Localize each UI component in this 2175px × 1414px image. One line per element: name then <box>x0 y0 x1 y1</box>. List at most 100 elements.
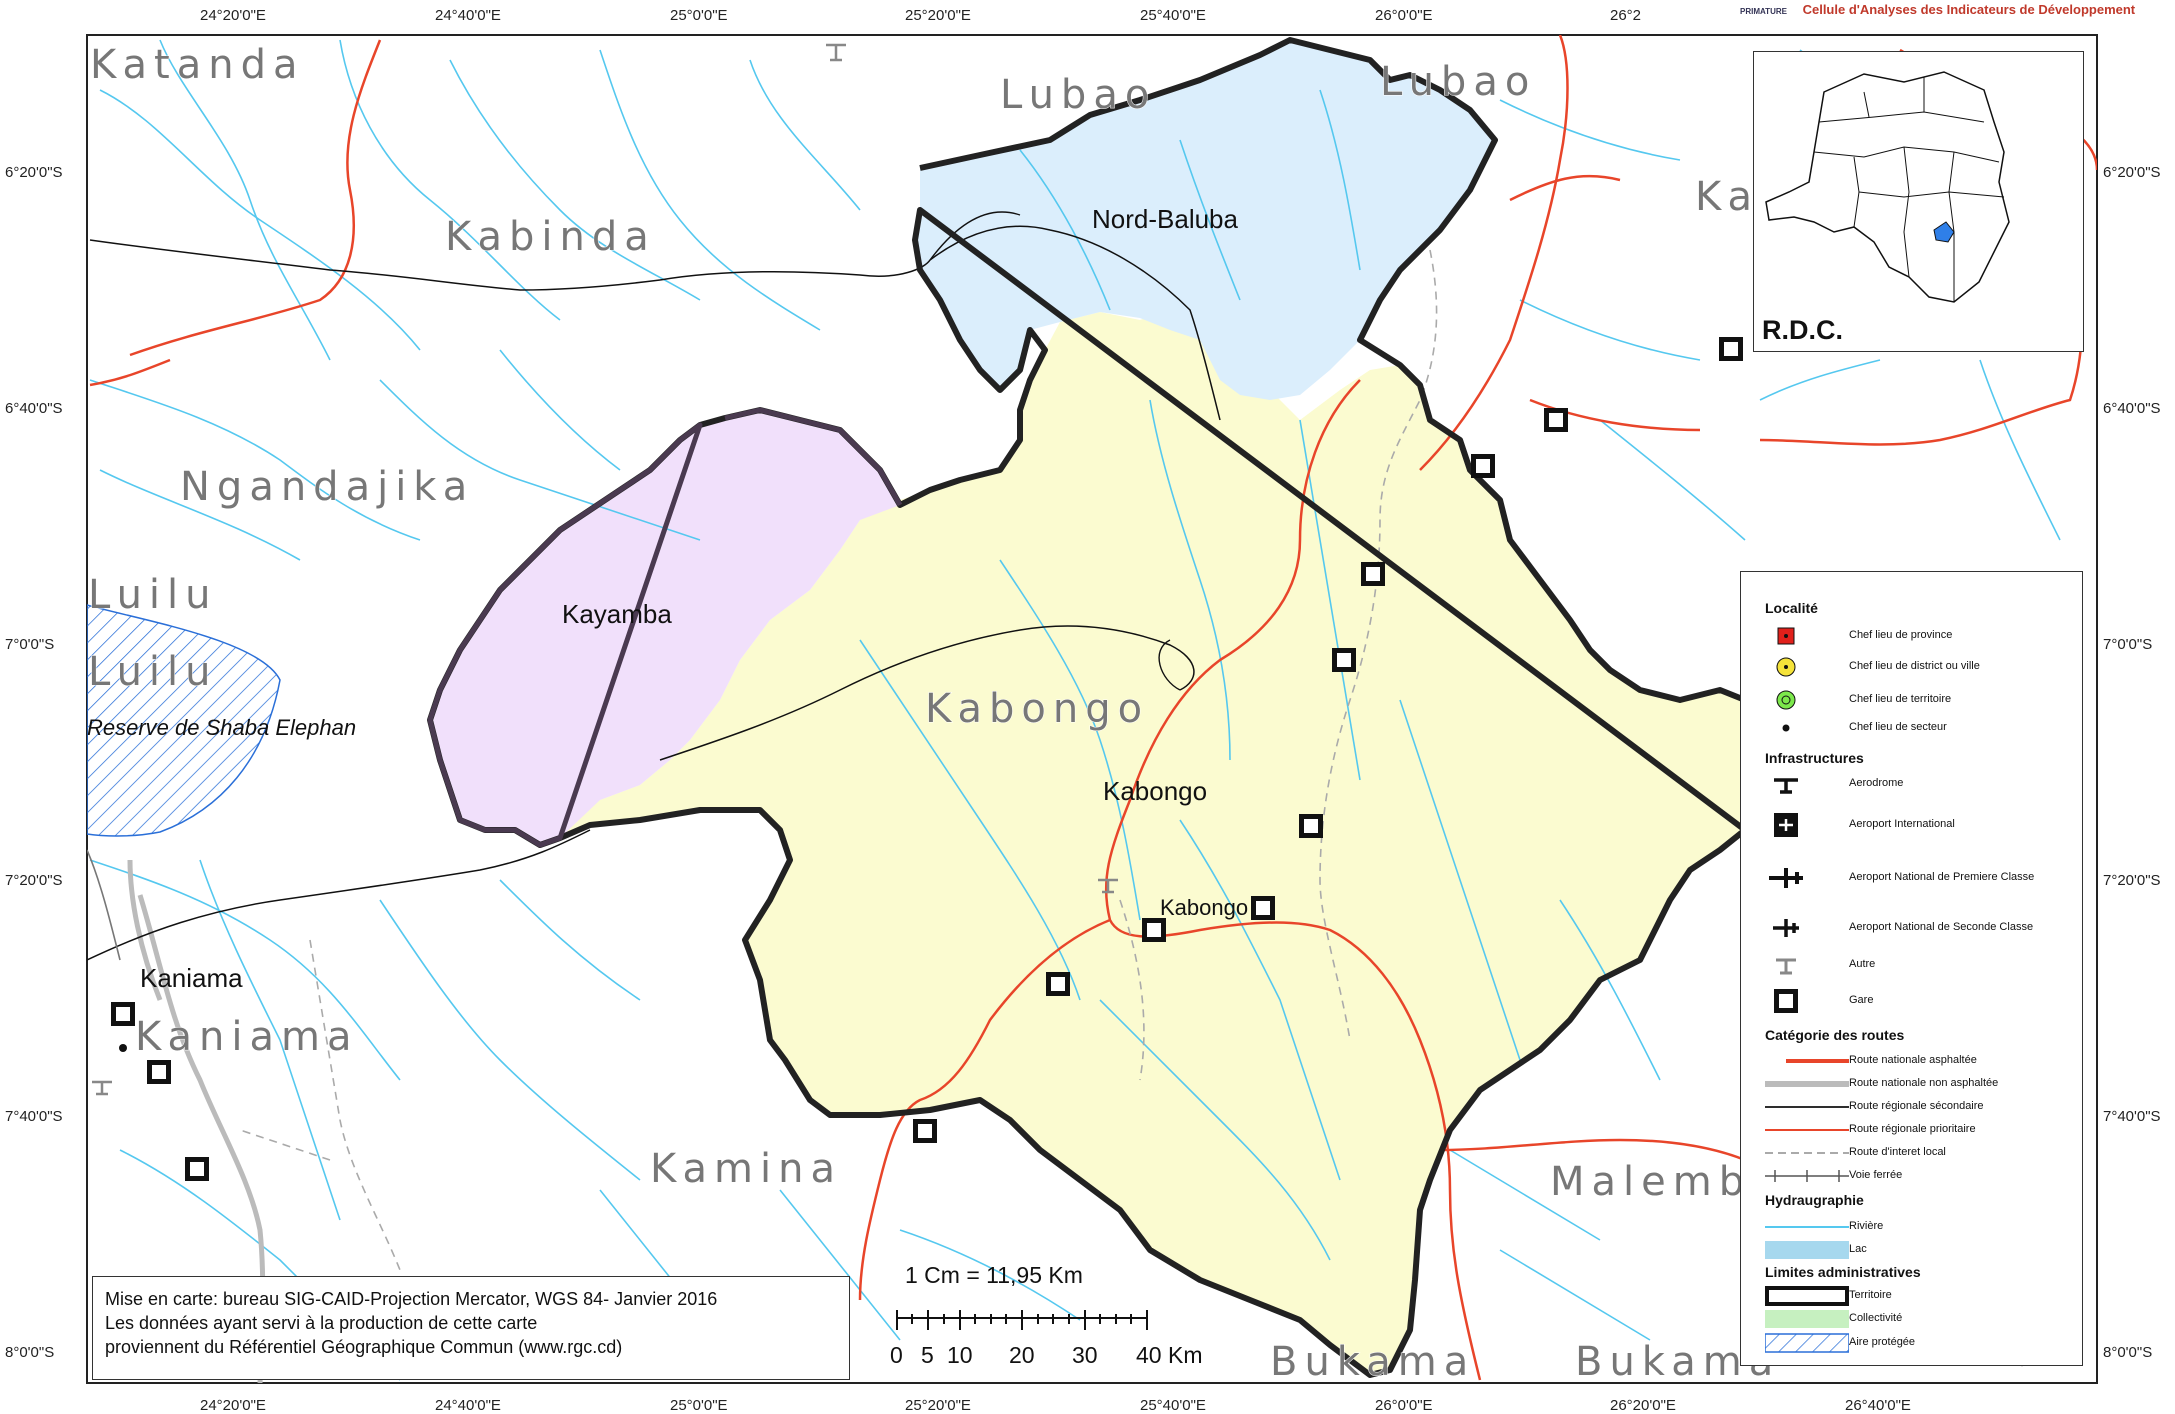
lat-right-1: 6°20'0"S <box>2103 164 2161 181</box>
legend-label-aeroport-premiere: Aeroport National de Premiere Classe <box>1849 871 2035 883</box>
legend-label-voie-ferree: Voie ferrée <box>1849 1169 1903 1181</box>
region-label-kaniama: Kaniama <box>135 1014 359 1060</box>
kayamba-boundary <box>427 407 903 848</box>
inset-map: R.D.C. <box>1753 51 2084 352</box>
legend-item-route-nationale-asphaltee: Route nationale asphaltée <box>1765 1049 2075 1073</box>
legend-label-chef-province: Chef lieu de province <box>1849 629 1953 641</box>
lat-left-1: 6°20'0"S <box>5 164 63 181</box>
legend-item-chef-territoire: Chef lieu de territoire <box>1765 688 2075 712</box>
region-label-kabinda: Kabinda <box>445 214 656 260</box>
label-nord-baluba: Nord-Baluba <box>1092 204 1239 234</box>
region-label-kamina: Kamina <box>650 1146 842 1192</box>
river-symbol <box>1765 1226 1849 1228</box>
lon-top-4: 25°20'0"E <box>905 7 971 24</box>
paved-national-road-symbol <box>1786 1059 1849 1063</box>
lon-bottom-3: 25°0'0"E <box>670 1397 728 1414</box>
lake-symbol <box>1765 1241 1849 1259</box>
scale-bar <box>896 1310 1148 1330</box>
legend-item-route-interet-local: Route d'interet local <box>1765 1141 2075 1165</box>
label-kabongo-sector: Kabongo <box>1103 776 1207 806</box>
legend-item-riviere: Rivière <box>1765 1215 2075 1239</box>
lon-bottom-1: 24°20'0"E <box>200 1397 266 1414</box>
legend-item-collectivite: Collectivité <box>1765 1307 2075 1331</box>
legend-label-lac: Lac <box>1849 1243 1867 1255</box>
legend-item-route-regionale-secondaire: Route régionale sécondaire <box>1765 1095 2075 1119</box>
territory-capital-icon <box>1776 690 1796 710</box>
lon-top-1: 24°20'0"E <box>200 7 266 24</box>
label-reserve: Reserve de Shaba Elephan <box>87 715 356 740</box>
collectivite-boundaries <box>929 211 1181 691</box>
lon-top-7: 26°2 <box>1610 7 1641 24</box>
legend-heading-localite: Localité <box>1765 600 1818 616</box>
rivers <box>89 39 2061 1381</box>
district-capital-icon <box>1776 657 1796 677</box>
nord-baluba-collectivite <box>915 40 1495 400</box>
first-class-airport-icon <box>1769 868 1803 888</box>
legend-item-aire-protegee: Aire protégée <box>1765 1331 2075 1355</box>
legend-label-route-interet-local: Route d'interet local <box>1849 1146 1946 1158</box>
scale-tick-5: 5 <box>921 1342 934 1368</box>
railway-station-icon <box>1774 989 1798 1013</box>
region-label-ngandajika: Ngandajika <box>180 464 474 510</box>
legend-label-riviere: Rivière <box>1849 1220 1884 1232</box>
lon-top-6: 26°0'0"E <box>1375 7 1433 24</box>
territory-boundary-symbol <box>1765 1286 1849 1306</box>
legend-item-route-regionale-prioritaire: Route régionale prioritaire <box>1765 1118 2075 1142</box>
credit-line-3: proviennent du Référentiel Géographique … <box>105 1337 623 1357</box>
railway-symbol <box>1765 1170 1849 1182</box>
scale-tick-30: 30 <box>1072 1342 1098 1368</box>
lon-top-3: 25°0'0"E <box>670 7 728 24</box>
legend-label-chef-district: Chef lieu de district ou ville <box>1849 660 1980 672</box>
legend-label-aeroport-seconde: Aeroport National de Seconde Classe <box>1849 921 2034 933</box>
territory-boundary <box>427 37 1748 1378</box>
local-road-symbol <box>1765 1152 1849 1154</box>
legend-item-territoire: Territoire <box>1765 1284 2075 1308</box>
legend-label-chef-secteur: Chef lieu de secteur <box>1849 721 1947 733</box>
station-icons <box>111 337 1743 1181</box>
organization-small-label: PRIMATURE <box>1740 7 1787 16</box>
legend-item-aeroport-international: Aeroport International <box>1765 813 2075 837</box>
secondary-regional-road-symbol <box>1765 1106 1849 1108</box>
legend-heading-hydrographie: Hydraugraphie <box>1765 1192 1864 1208</box>
legend-label-route-regionale-secondaire: Route régionale sécondaire <box>1849 1100 1984 1112</box>
label-kayamba: Kayamba <box>562 599 672 629</box>
lat-right-3: 7°0'0"S <box>2103 636 2152 653</box>
map-legend: Localité Chef lieu de province Chef lieu… <box>1740 571 2083 1366</box>
lat-left-5: 7°40'0"S <box>5 1108 63 1125</box>
second-class-airport-icon <box>1773 919 1799 937</box>
legend-label-route-nationale-asphaltee: Route nationale asphaltée <box>1849 1054 1977 1066</box>
scale-tick-20: 20 <box>1009 1342 1035 1368</box>
legend-item-aeroport-seconde: Aeroport National de Seconde Classe <box>1765 916 2075 940</box>
aerodrome-icon <box>1774 778 1798 794</box>
region-label-malemba: Malemb <box>1550 1159 1751 1205</box>
legend-item-chef-district: Chef lieu de district ou ville <box>1765 655 2075 679</box>
other-airfield-icon <box>1776 958 1796 975</box>
region-label-luilu-2: Luilu <box>88 649 218 695</box>
unpaved-national-road-symbol <box>1765 1081 1849 1087</box>
credits-box: Mise en carte: bureau SIG-CAID-Projectio… <box>92 1276 850 1380</box>
legend-heading-infrastructures: Infrastructures <box>1765 750 1864 766</box>
protected-area-symbol <box>1765 1333 1849 1353</box>
region-label-lubao-1: Lubao <box>1000 72 1156 118</box>
legend-label-route-regionale-prioritaire: Route régionale prioritaire <box>1849 1123 1976 1135</box>
region-label-ka-partial: Ka <box>1695 174 1759 220</box>
local-roads <box>239 249 1438 1271</box>
lon-top-5: 25°40'0"E <box>1140 7 1206 24</box>
legend-label-aerodrome: Aerodrome <box>1849 777 1904 789</box>
organization-name: Cellule d'Analyses des Indicateurs de Dé… <box>1802 2 2136 17</box>
lat-right-2: 6°40'0"S <box>2103 400 2161 417</box>
lon-bottom-4: 25°20'0"E <box>905 1397 971 1414</box>
region-label-bukama-1: Bukama <box>1270 1339 1475 1385</box>
legend-label-autre: Autre <box>1849 958 1876 970</box>
legend-label-aeroport-international: Aeroport International <box>1849 818 1955 830</box>
scale-tick-10: 10 <box>947 1342 973 1368</box>
lat-left-2: 6°40'0"S <box>5 400 63 417</box>
legend-heading-limites: Limites administratives <box>1765 1264 1921 1280</box>
legend-label-collectivite: Collectivité <box>1849 1312 1903 1324</box>
credit-line-2: Les données ayant servi à la production … <box>105 1313 538 1333</box>
lon-bottom-6: 26°0'0"E <box>1375 1397 1433 1414</box>
inset-drc-outline <box>1765 71 2010 303</box>
lat-left-4: 7°20'0"S <box>5 872 63 889</box>
protected-area <box>87 604 281 837</box>
region-label-luilu-1: Luilu <box>88 572 218 618</box>
